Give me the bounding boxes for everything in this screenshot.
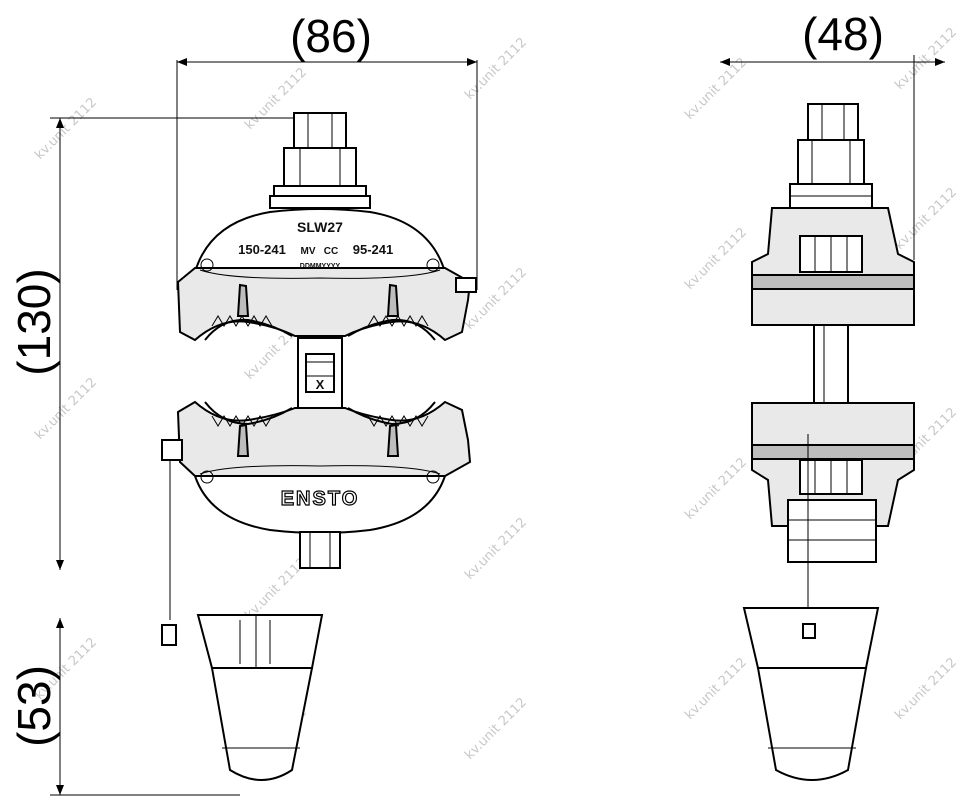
watermark-text: kv.unit 2112 (462, 265, 530, 333)
watermark-text: kv.unit 2112 (32, 375, 100, 443)
body-height-label: (130) (8, 268, 60, 375)
date-code-label: DDMMYYYY (300, 263, 341, 270)
watermark-text: kv.unit 2112 (462, 695, 530, 763)
watermark-text: kv.unit 2112 (682, 225, 750, 293)
front-width-label: (86) (290, 10, 372, 62)
watermark-text: kv.unit 2112 (682, 655, 750, 723)
end-cap-cone (210, 667, 314, 781)
side-view (742, 103, 915, 781)
brand-label: ENSTO (281, 488, 360, 510)
watermark-text: kv.unit 2112 (462, 35, 530, 103)
shear-mark-label: X (316, 377, 325, 392)
range-main-label: 150-241 (238, 242, 286, 257)
watermark-text: kv.unit 2112 (892, 25, 960, 93)
hex-nut (283, 147, 357, 187)
end-cap-top (196, 614, 324, 669)
mv-label: MV (301, 246, 316, 257)
side-hex-nut (797, 139, 865, 185)
watermark-text: kv.unit 2112 (892, 655, 960, 723)
cap-tag (161, 624, 177, 646)
washer (273, 185, 367, 197)
watermark-text: kv.unit 2112 (682, 55, 750, 123)
side-end-cap-cone (756, 667, 868, 781)
upper-jaw (176, 267, 472, 342)
watermark-text: kv.unit 2112 (682, 455, 750, 523)
side-lower-stub (787, 499, 877, 563)
side-center-bolt (813, 324, 849, 404)
lower-stub (299, 531, 341, 569)
watermark-text: kv.unit 2112 (892, 185, 960, 253)
side-width-label: (48) (802, 8, 884, 60)
model-label: SLW27 (297, 219, 343, 235)
lower-jaw (176, 400, 472, 477)
range-tap-label: 95-241 (353, 242, 393, 257)
dimension-lines (50, 55, 945, 796)
cc-label: CC (324, 246, 338, 257)
upper-dome (193, 208, 447, 273)
watermark-text: kv.unit 2112 (32, 95, 100, 163)
watermark-text: kv.unit 2112 (462, 515, 530, 583)
cap-height-label: (53) (8, 665, 60, 747)
top-nut (293, 112, 347, 149)
side-top-nut (807, 103, 859, 141)
front-view: SLW27 150-241 MV CC 95-241 DDMMYYYY X EN… (161, 112, 477, 781)
